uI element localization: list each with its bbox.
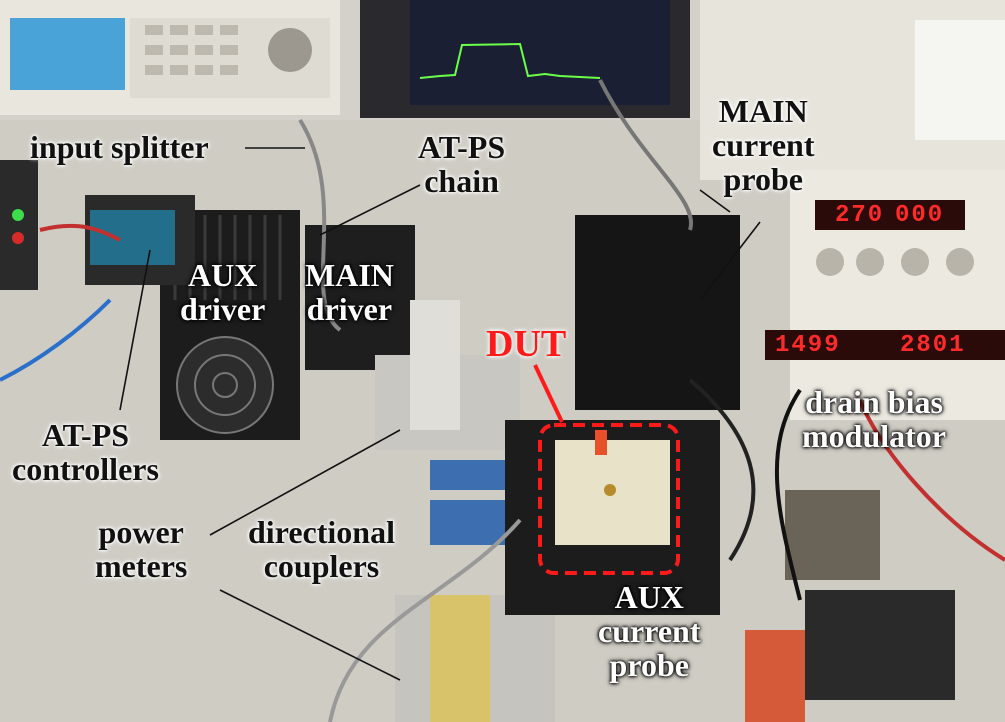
label-directional-couplers: directional couplers xyxy=(248,515,395,583)
label-atps-controllers: AT-PS controllers xyxy=(12,418,159,486)
label-aux-current-probe-line-2: current xyxy=(598,613,701,649)
label-atps-chain-line-2: chain xyxy=(424,163,499,199)
label-main-current-probe-line-1: MAIN xyxy=(718,93,808,129)
label-main-driver-line-2: driver xyxy=(306,291,393,327)
label-power-meters-line-1: power xyxy=(98,514,184,550)
label-drain-bias-modulator-line-2: modulator xyxy=(802,418,946,454)
psu-readout-bottom-right: 2801 xyxy=(900,332,966,359)
label-power-meters: power meters xyxy=(95,515,187,583)
label-atps-controllers-line-1: AT-PS xyxy=(41,417,130,453)
label-drain-bias-modulator: drain bias modulator xyxy=(802,385,946,453)
label-aux-current-probe-line-3: probe xyxy=(609,647,689,683)
label-aux-current-probe-line-1: AUX xyxy=(614,579,684,615)
label-directional-couplers-line-2: couplers xyxy=(263,548,380,584)
label-main-current-probe: MAIN current probe xyxy=(712,94,814,196)
label-aux-driver: AUX driver xyxy=(180,258,265,326)
psu-readout-top-left: 270 xyxy=(835,202,885,229)
label-main-current-probe-line-2: current xyxy=(712,127,815,163)
label-power-meters-line-2: meters xyxy=(95,548,188,584)
label-atps-chain-line-1: AT-PS xyxy=(418,129,506,165)
label-aux-driver-line-1: AUX xyxy=(187,257,258,293)
label-main-driver: MAIN driver xyxy=(305,258,394,326)
psu-readout-bottom-left: 1499 xyxy=(775,332,841,359)
label-aux-driver-line-2: driver xyxy=(180,291,266,327)
label-input-splitter: input splitter xyxy=(30,129,209,165)
label-atps-controllers-line-2: controllers xyxy=(12,451,159,487)
label-atps-chain: AT-PS chain xyxy=(418,130,505,198)
label-directional-couplers-line-1: directional xyxy=(248,514,395,550)
label-main-driver-line-1: MAIN xyxy=(305,257,394,293)
label-dut: DUT xyxy=(486,323,567,365)
psu-readout-top-right: 000 xyxy=(895,202,945,229)
label-aux-current-probe: AUX current probe xyxy=(598,580,700,682)
label-main-current-probe-line-3: probe xyxy=(723,161,803,197)
label-drain-bias-modulator-line-1: drain bias xyxy=(805,384,943,420)
